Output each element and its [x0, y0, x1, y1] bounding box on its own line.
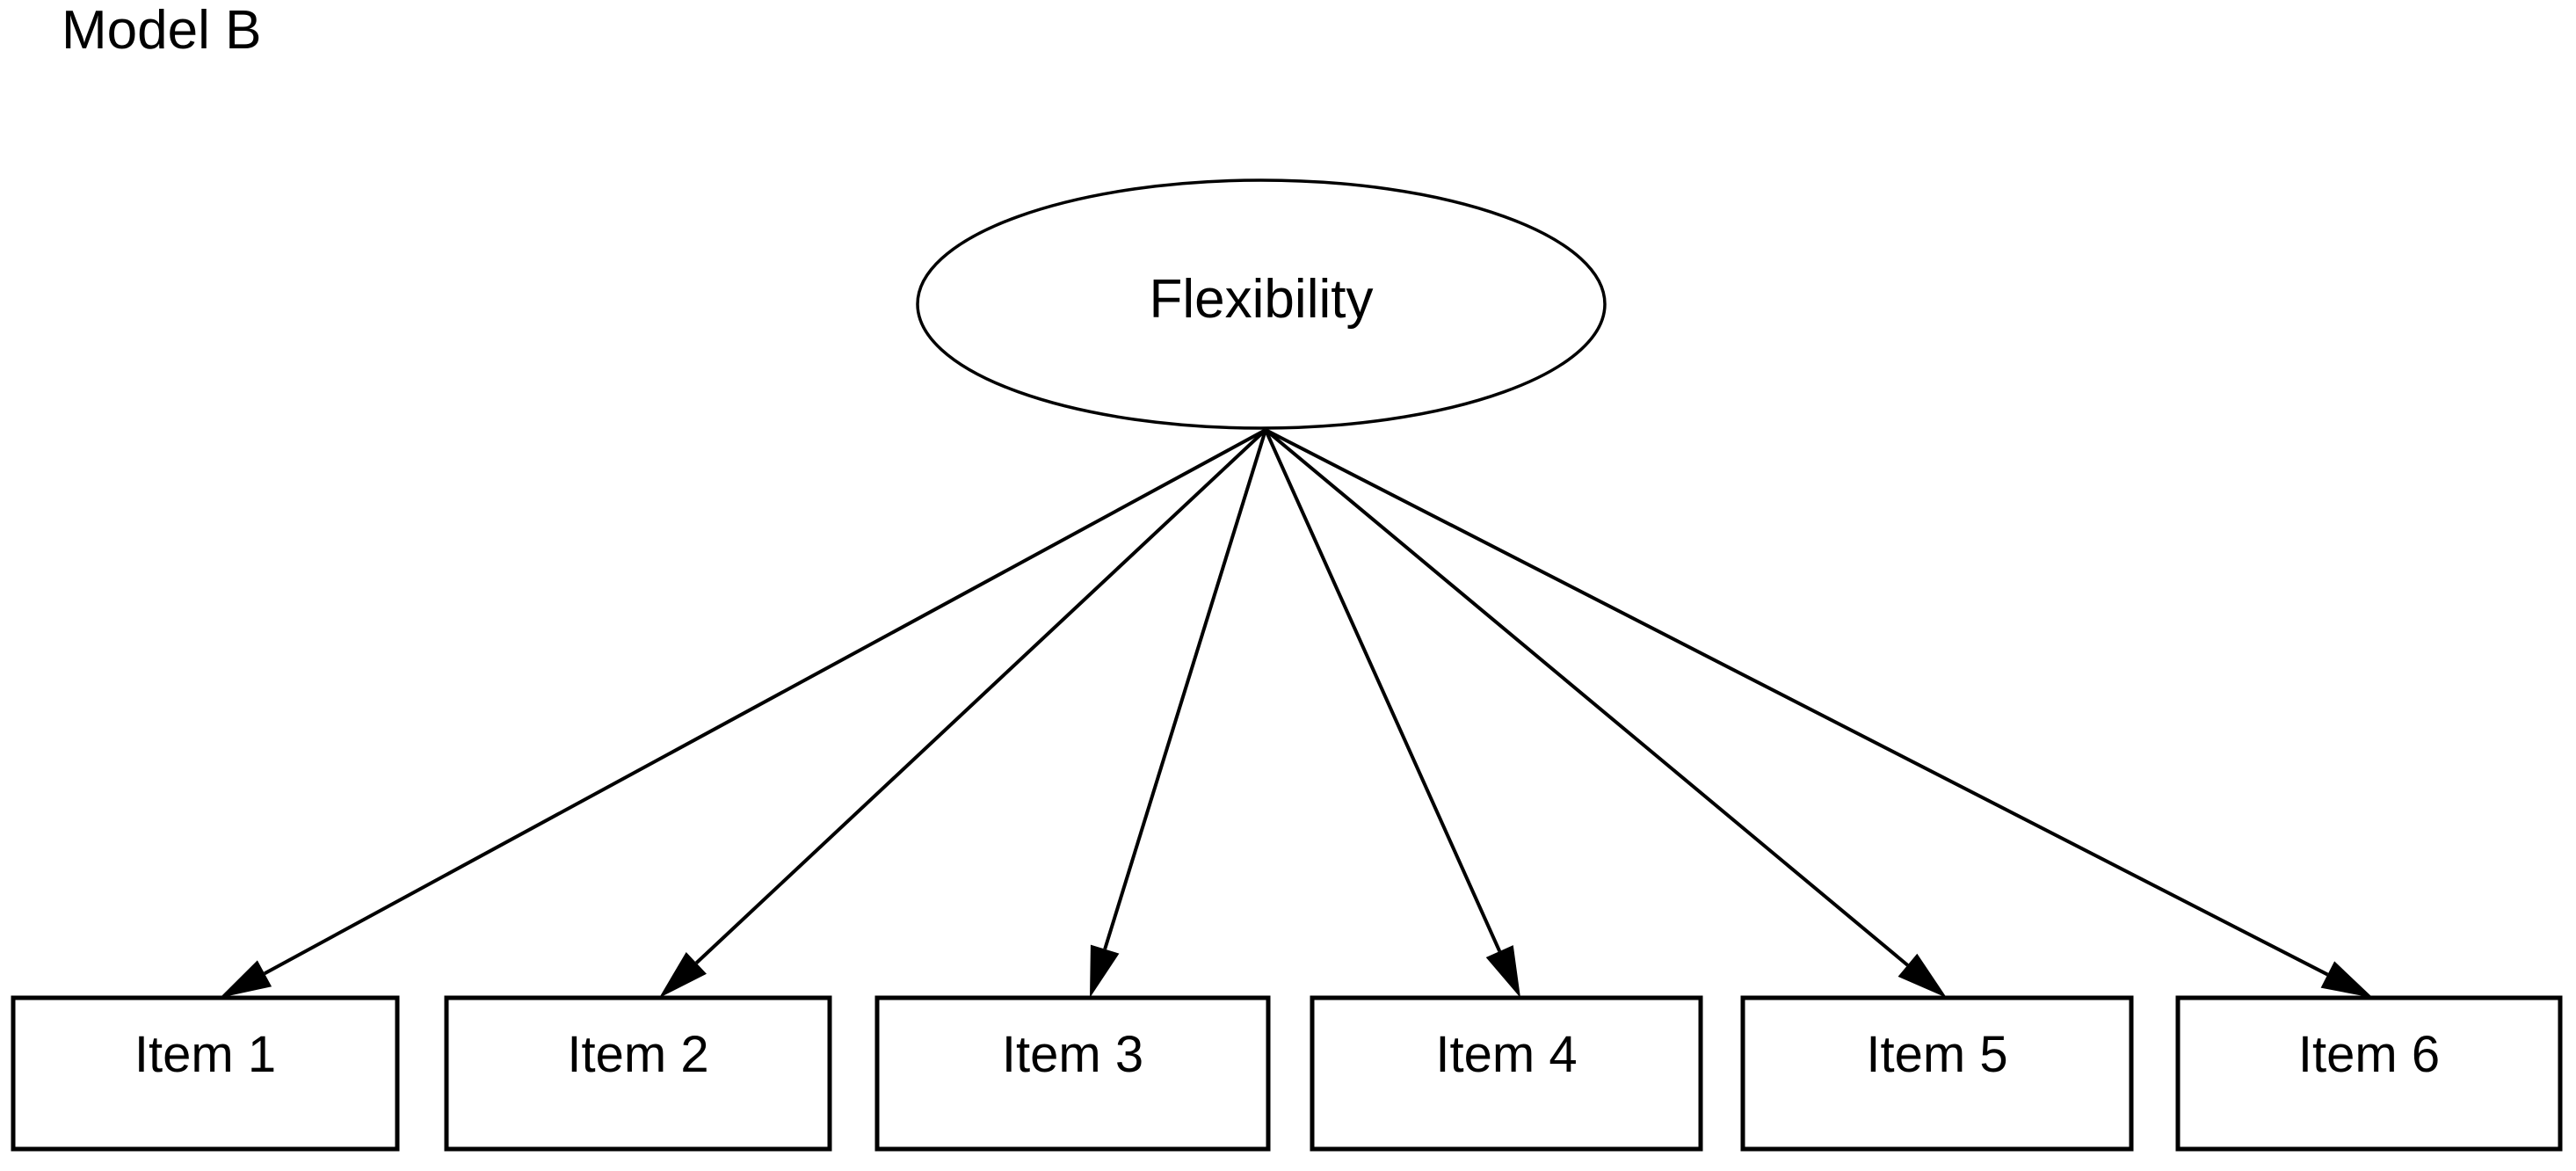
indicator-box — [444, 995, 832, 1152]
indicator-label: Item 1 — [134, 1026, 277, 1083]
indicator-label: Item 4 — [1435, 1026, 1578, 1083]
indicator-box — [874, 995, 1271, 1152]
indicator-box — [2175, 995, 2563, 1152]
loading-arrowhead — [659, 951, 707, 998]
loading-arrow-line — [1103, 429, 1267, 950]
loading-arrow-line — [1264, 429, 1502, 952]
indicator-box — [1740, 995, 2134, 1152]
loading-arrowhead — [220, 960, 272, 998]
indicator-label: Item 3 — [1001, 1026, 1144, 1083]
loading-arrowhead — [1090, 944, 1120, 998]
loading-arrowhead — [2320, 961, 2373, 998]
arrow-layer — [220, 428, 2373, 998]
loading-arrow-line — [1265, 428, 2329, 977]
indicator-label: Item 5 — [1866, 1026, 2008, 1083]
loading-arrow-line — [694, 428, 1267, 964]
loading-arrow-line — [1264, 428, 1909, 967]
indicator-label: Item 6 — [2297, 1026, 2441, 1083]
loading-arrow-line — [264, 428, 1266, 976]
latent-variable-label: Flexibility — [1149, 269, 1374, 330]
page-title: Model B — [62, 0, 262, 61]
loading-arrowhead — [1485, 945, 1520, 998]
latent-ellipse — [916, 178, 1607, 430]
loading-arrowhead — [1898, 953, 1947, 998]
indicator-box — [1310, 995, 1703, 1152]
indicator-box-layer — [11, 995, 2563, 1152]
indicator-label: Item 2 — [567, 1026, 709, 1083]
latent-ellipse-layer — [916, 178, 1607, 430]
indicator-box — [11, 995, 400, 1152]
